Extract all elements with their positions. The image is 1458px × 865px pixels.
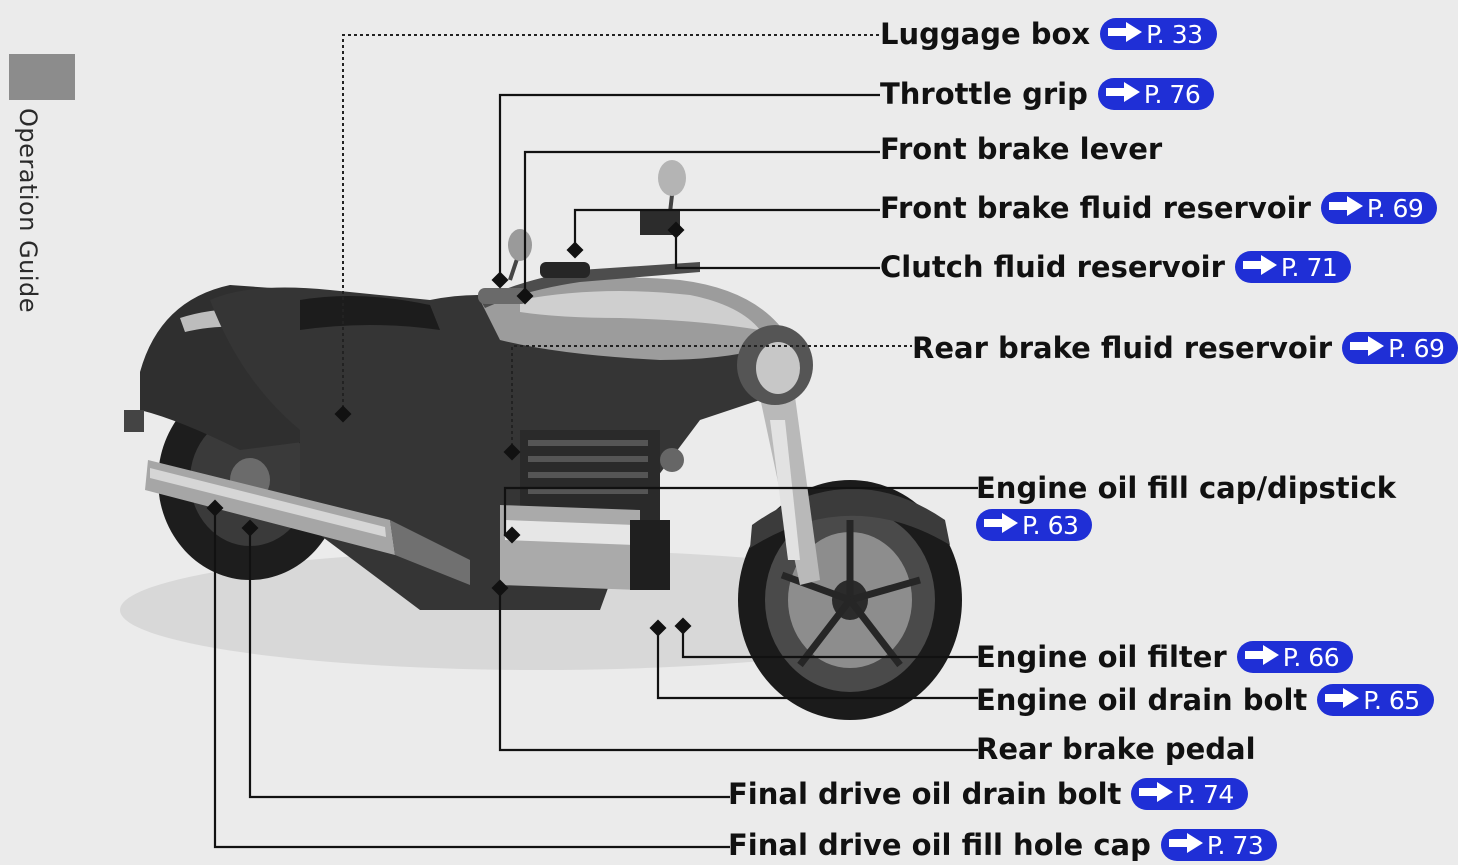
callout-label: Front brake fluid reservoir	[880, 190, 1311, 225]
arrow-right-icon	[1106, 21, 1144, 47]
callout-rear-brake-pedal: Rear brake pedal	[976, 735, 1256, 764]
callout-final-drive-oil-drain-bolt: Final drive oil drain bolt P. 74	[728, 778, 1248, 810]
page-reference-link[interactable]: P. 63	[976, 509, 1093, 541]
callout-label: Throttle grip	[880, 76, 1088, 111]
callout-label: Rear brake fluid reservoir	[912, 330, 1333, 365]
callout-luggage-box: Luggage box P. 33	[880, 18, 1217, 50]
callout-rear-brake-fluid-reservoir: Rear brake fluid reservoir P. 69	[912, 332, 1458, 364]
page-reference-link[interactable]: P. 71	[1234, 251, 1352, 283]
page-reference-link[interactable]: P. 33	[1100, 18, 1217, 50]
callout-label: Rear brake pedal	[976, 732, 1256, 766]
arrow-right-icon	[1243, 644, 1281, 670]
callout-label: Front brake lever	[880, 132, 1163, 166]
callout-clutch-fluid-reservoir: Clutch fluid reservoir P. 71	[880, 249, 1352, 284]
section-tab	[9, 54, 75, 100]
callout-final-drive-oil-fill-hole-cap: Final drive oil fill hole cap P. 73	[728, 827, 1278, 862]
page-reference-link[interactable]: P. 74	[1131, 778, 1248, 810]
callout-label: Engine oil fill cap/dipstick	[976, 471, 1397, 505]
callout-label: Luggage box	[880, 16, 1091, 51]
page-reference-link[interactable]: P. 73	[1160, 829, 1278, 861]
arrow-right-icon	[1241, 254, 1279, 280]
callout-label: Engine oil filter	[976, 639, 1227, 674]
callout-label: Final drive oil fill hole cap	[728, 827, 1151, 862]
arrow-right-icon	[1104, 81, 1142, 107]
page-reference-link[interactable]: P. 69	[1320, 192, 1438, 224]
arrow-right-icon	[1327, 195, 1365, 221]
arrow-right-icon	[982, 512, 1020, 538]
callout-front-brake-lever: Front brake lever	[880, 135, 1162, 164]
page-reference-link[interactable]: P. 69	[1342, 332, 1458, 364]
callout-throttle-grip: Throttle grip P. 76	[880, 76, 1215, 111]
callout-front-brake-fluid-reservoir: Front brake fluid reservoir P. 69	[880, 190, 1438, 225]
arrow-right-icon	[1323, 687, 1361, 713]
front-wheel-illustration	[738, 480, 962, 720]
callout-engine-oil-fill-cap: Engine oil fill cap/dipstick P. 63	[976, 474, 1396, 541]
callout-label: Final drive oil drain bolt	[728, 776, 1122, 811]
callout-engine-oil-drain-bolt: Engine oil drain bolt P. 65	[976, 684, 1434, 716]
callout-engine-oil-filter: Engine oil filter P. 66	[976, 639, 1354, 674]
arrow-right-icon	[1348, 335, 1386, 361]
callout-label: Clutch fluid reservoir	[880, 249, 1225, 284]
callout-label: Engine oil drain bolt	[976, 682, 1308, 717]
page-reference-link[interactable]: P. 76	[1097, 78, 1215, 110]
page-reference-link[interactable]: P. 65	[1317, 684, 1434, 716]
arrow-right-icon	[1137, 781, 1175, 807]
page-reference-link[interactable]: P. 66	[1236, 641, 1354, 673]
arrow-right-icon	[1167, 832, 1205, 858]
